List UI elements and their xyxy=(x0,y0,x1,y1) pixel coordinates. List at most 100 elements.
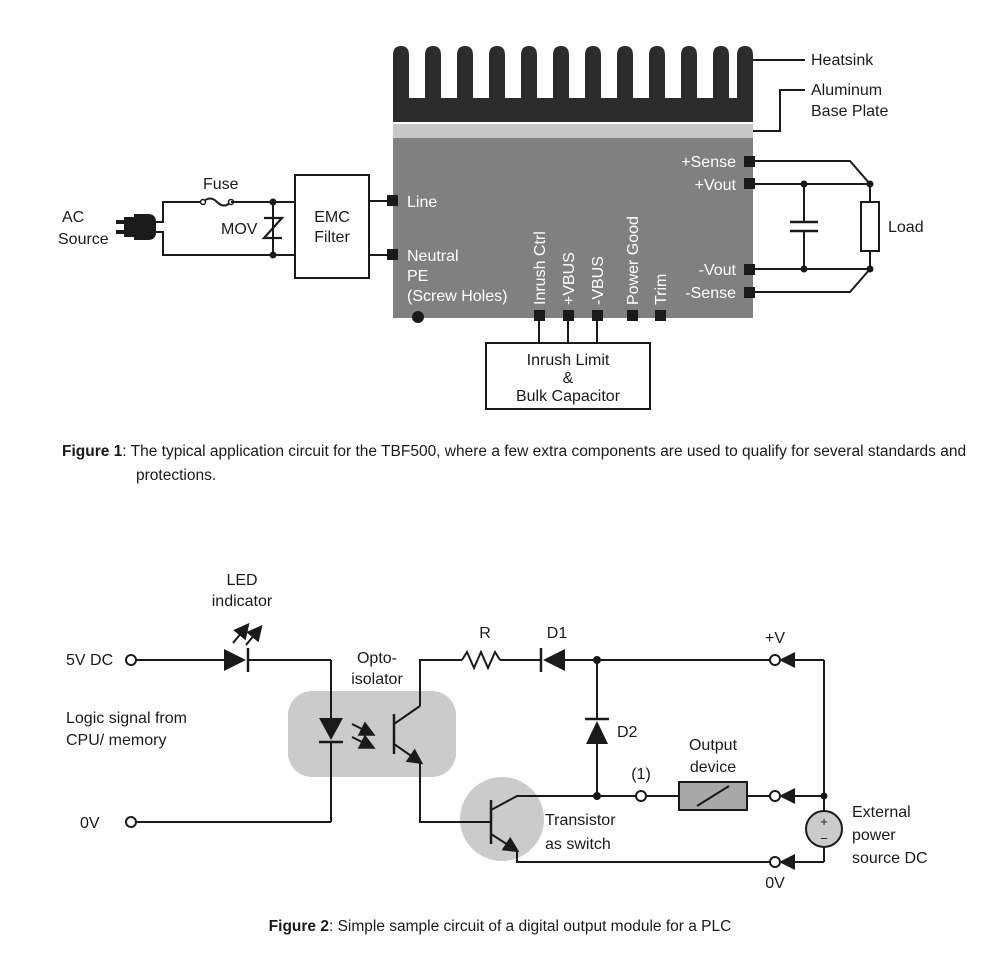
pin-neutral xyxy=(387,249,398,260)
ac-plug-icon xyxy=(116,214,156,240)
v5-label: 5V DC xyxy=(66,652,113,669)
base-plate-label-1: Aluminum xyxy=(811,82,882,99)
aluminum-base-plate xyxy=(393,124,753,138)
pin-vbus-minus xyxy=(592,310,603,321)
pe-screw-hole xyxy=(412,311,424,323)
sense-plus-wire xyxy=(755,160,871,185)
figure1-diagram: Heatsink Aluminum Base Plate AC Source F… xyxy=(58,46,924,410)
inrush-box-label-1: Inrush Limit xyxy=(527,352,610,369)
led-label-2: indicator xyxy=(212,593,273,610)
pin-sense-minus xyxy=(744,287,755,298)
r-label: R xyxy=(479,625,491,642)
emc-label-1: EMC xyxy=(314,209,350,226)
fuse-label: Fuse xyxy=(203,176,239,193)
plus-v-label: +V xyxy=(765,630,785,647)
ac-source-label-2: Source xyxy=(58,231,109,248)
output-label-2: device xyxy=(690,759,736,776)
vout-minus-label: -Vout xyxy=(699,262,737,279)
sense-minus-label: -Sense xyxy=(685,285,736,302)
resistor-r xyxy=(461,649,501,671)
mov-label: MOV xyxy=(221,221,258,238)
heatsink-fins xyxy=(393,46,753,122)
vbus-minus-label: -VBUS xyxy=(590,256,607,305)
base-plate-label-2: Base Plate xyxy=(811,103,888,120)
vout-plus-label: +Vout xyxy=(695,177,737,194)
load-label: Load xyxy=(888,219,924,236)
source-minus-sign: − xyxy=(820,831,828,846)
node1-label: (1) xyxy=(631,766,651,783)
trim-label: Trim xyxy=(653,274,670,305)
terminal-output xyxy=(769,790,781,802)
fuse-symbol xyxy=(202,197,232,207)
transistor-label-1: Transistor xyxy=(545,812,616,829)
mov-symbol xyxy=(261,216,285,240)
zero-v-left-label: 0V xyxy=(80,815,100,832)
module-body xyxy=(393,138,753,318)
pin-trim xyxy=(655,310,666,321)
sense-minus-wire xyxy=(755,268,871,293)
figure2-caption-text: : Simple sample circuit of a digital out… xyxy=(328,918,732,935)
opto-light-arrow-2 xyxy=(351,734,376,749)
pe-label-1: PE xyxy=(407,268,428,285)
figure2-caption-bold: Figure 2 xyxy=(268,918,329,935)
opto-label-1: Opto- xyxy=(357,650,397,667)
terminal-0v-left xyxy=(125,816,137,828)
load-resistor xyxy=(860,201,880,252)
opto-led-diode xyxy=(319,718,343,740)
pin-vout-minus xyxy=(744,264,755,275)
power-good-label: Power Good xyxy=(625,216,642,305)
led-light-arrow-1 xyxy=(232,622,250,644)
logic-label-2: CPU/ memory xyxy=(66,732,166,749)
emc-filter-box xyxy=(294,174,370,279)
external-label-3: source DC xyxy=(852,850,928,867)
heatsink xyxy=(393,46,753,122)
diode-d2 xyxy=(586,721,608,744)
source-plus-sign: + xyxy=(820,814,828,829)
ac-line-wire xyxy=(156,201,203,223)
led-indicator-diode xyxy=(224,649,246,671)
led-label-1: LED xyxy=(226,572,257,589)
inrush-limit-box xyxy=(485,342,651,410)
inrush-box-label-3: Bulk Capacitor xyxy=(516,388,621,405)
d1-label: D1 xyxy=(547,625,568,642)
figure1-caption-bold: Figure 1 xyxy=(62,443,123,460)
sense-plus-label: +Sense xyxy=(681,154,736,171)
inrush-box-label-2: & xyxy=(563,370,574,387)
diode-d1 xyxy=(543,649,565,671)
ac-source-label-1: AC xyxy=(62,209,84,226)
external-label-2: power xyxy=(852,827,896,844)
figure1-caption: Figure 1: The typical application circui… xyxy=(62,440,1000,488)
neutral-label: Neutral xyxy=(407,248,459,265)
pin-vbus-plus xyxy=(563,310,574,321)
vbus-plus-label: +VBUS xyxy=(561,252,578,305)
opto-light-arrow-1 xyxy=(351,721,376,736)
ac-neutral-wire xyxy=(156,231,295,256)
logic-label-1: Logic signal from xyxy=(66,710,187,727)
external-label-1: External xyxy=(852,804,911,821)
output-label-1: Output xyxy=(689,737,738,754)
led-light-arrow-2 xyxy=(245,624,263,646)
pin-vout-plus xyxy=(744,178,755,189)
pin-power-good xyxy=(627,310,638,321)
terminal-0v-right xyxy=(769,856,781,868)
figure2-caption: Figure 2: Simple sample circuit of a dig… xyxy=(0,915,1000,939)
opto-label-2: isolator xyxy=(351,671,403,688)
zero-v-right-label: 0V xyxy=(765,875,785,892)
base-plate-leader xyxy=(753,89,805,132)
terminal-node-1 xyxy=(635,790,647,802)
terminal-5v xyxy=(125,654,137,666)
pe-label-2: (Screw Holes) xyxy=(407,288,507,305)
transistor-highlight xyxy=(460,777,544,861)
heatsink-label: Heatsink xyxy=(811,52,874,69)
d2-label: D2 xyxy=(617,724,638,741)
figure2-diagram: 5V DC LED indicator 0V Opto- isolator Lo… xyxy=(66,572,928,892)
emc-label-2: Filter xyxy=(314,229,350,246)
pin-sense-plus xyxy=(744,156,755,167)
transistor-label-2: as switch xyxy=(545,836,611,853)
pin-line xyxy=(387,195,398,206)
pin-inrush-ctrl xyxy=(534,310,545,321)
line-label: Line xyxy=(407,194,437,211)
figure1-caption-text: : The typical application circuit for th… xyxy=(122,443,967,484)
terminal-plus-v xyxy=(769,654,781,666)
